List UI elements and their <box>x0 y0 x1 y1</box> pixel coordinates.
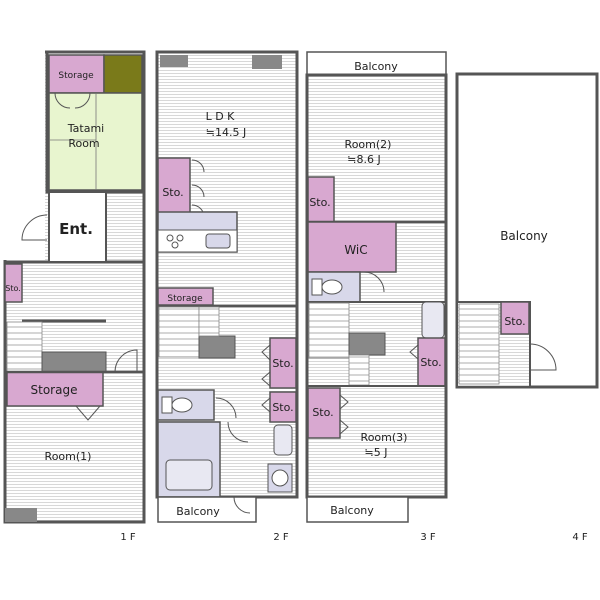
storage-top-label: Storage <box>58 71 94 81</box>
wall-block <box>252 55 282 69</box>
ldk-label: L D K <box>206 110 236 123</box>
storage-1f-label: Storage <box>31 383 78 397</box>
sto-1f-label: Sto. <box>5 284 21 293</box>
floor-3: Balcony Room(2) ≒8.6 J Sto. WiC Sto. Sto… <box>305 51 448 543</box>
sink <box>205 233 231 249</box>
floor-3-label: 3 F <box>420 532 436 543</box>
door-swing <box>74 92 91 109</box>
stairs-2f <box>158 306 200 358</box>
sto-3f-lower-label: Sto. <box>312 406 333 419</box>
stairs-1f <box>6 321 43 373</box>
toilet-tank <box>311 278 323 296</box>
sto-3f-right-label: Sto. <box>420 356 441 369</box>
door-swing <box>261 397 271 413</box>
storage-1f-box <box>6 371 104 407</box>
sto-3f-left-box <box>307 176 335 223</box>
stove-burner <box>171 241 179 249</box>
tatami-room-box <box>48 92 143 191</box>
door-swing <box>75 405 101 421</box>
entrance-box <box>48 191 107 263</box>
wic-label: WiC <box>344 243 367 257</box>
sto-2f-r1-box <box>269 337 297 389</box>
toilet-tank <box>161 396 173 414</box>
sto-2f-left-label: Sto. <box>162 186 183 199</box>
room1-label: Room(1) <box>45 450 92 463</box>
stove-burner <box>176 234 184 242</box>
sto-4f-box <box>500 301 530 335</box>
door-swing <box>191 159 205 173</box>
balcony-4f-label: Balcony <box>500 229 548 243</box>
toilet-bowl <box>321 279 343 295</box>
balcony-3f-bottom-box <box>306 496 409 523</box>
wall-block <box>5 508 37 522</box>
tatami-label-1: Tatami <box>67 122 104 135</box>
floor-2: L D K ≒14.5 J Sto. Storage Sto. Sto. Bal… <box>155 50 299 543</box>
floor-2-label: 2 F <box>273 532 289 543</box>
sto-4f-label: Sto. <box>504 315 525 328</box>
sto-2f-r2-box <box>269 391 297 423</box>
entrance-label: Ent. <box>59 220 93 238</box>
wall-block <box>160 55 188 67</box>
balcony-2f-label: Balcony <box>176 505 220 518</box>
tatami-label-2: Room <box>68 137 99 150</box>
room3-size: ≒5 J <box>365 446 388 459</box>
balcony-3f-bottom-label: Balcony <box>330 504 374 517</box>
door-swing <box>261 371 271 387</box>
ldk-size: ≒14.5 J <box>206 126 246 139</box>
alcove-box <box>103 54 143 94</box>
door-swing <box>261 344 271 361</box>
wic-box <box>307 221 397 273</box>
sto-3f-right-box <box>417 337 446 387</box>
room2-size: ≒8.6 J <box>347 153 380 166</box>
door-swing <box>529 343 557 371</box>
sto-1f-box <box>4 263 23 303</box>
door-swing <box>233 496 251 514</box>
sto-2f-r2-label: Sto. <box>272 401 293 414</box>
floor-4: Balcony Sto. 4 F <box>455 72 599 543</box>
stairs-2f-upper <box>198 306 220 337</box>
stairs-3f-lower <box>348 354 370 386</box>
door-swing <box>339 419 349 435</box>
door-swing <box>227 421 249 443</box>
washer-drum <box>271 469 289 487</box>
floor-1-label: 1 F <box>120 532 136 543</box>
door-swing <box>54 92 71 109</box>
room2-label: Room(2) <box>345 138 392 151</box>
stove-burner <box>166 234 174 242</box>
sto-3f-left-label: Sto. <box>309 196 330 209</box>
door-swing <box>363 271 385 293</box>
stairs-4f <box>458 303 500 385</box>
stairs-landing <box>41 351 107 373</box>
storage-2f-label: Storage <box>167 294 203 304</box>
stairs-landing <box>198 335 236 359</box>
door-swing <box>114 349 138 373</box>
door-swing <box>215 397 237 419</box>
entrance-door <box>21 214 48 241</box>
toilet-bowl <box>171 397 193 413</box>
stairs-3f <box>308 302 350 359</box>
door-swing <box>191 184 205 198</box>
floor-4-label: 4 F <box>572 532 588 543</box>
door-swing <box>409 344 419 360</box>
balcony-3f-top-label: Balcony <box>354 60 398 73</box>
floor-1-notch <box>0 50 45 260</box>
stairs-landing <box>348 332 386 356</box>
washbasin-3f <box>421 301 445 339</box>
sto-3f-lower-box <box>307 387 341 439</box>
door-swing <box>339 394 349 410</box>
sto-2f-r1-label: Sto. <box>272 357 293 370</box>
floor-1: Storage Tatami Room Ent. Sto. Storage Ro… <box>0 50 146 543</box>
room3-label: Room(3) <box>361 431 408 444</box>
bathtub <box>165 459 213 491</box>
washbasin <box>273 424 293 456</box>
